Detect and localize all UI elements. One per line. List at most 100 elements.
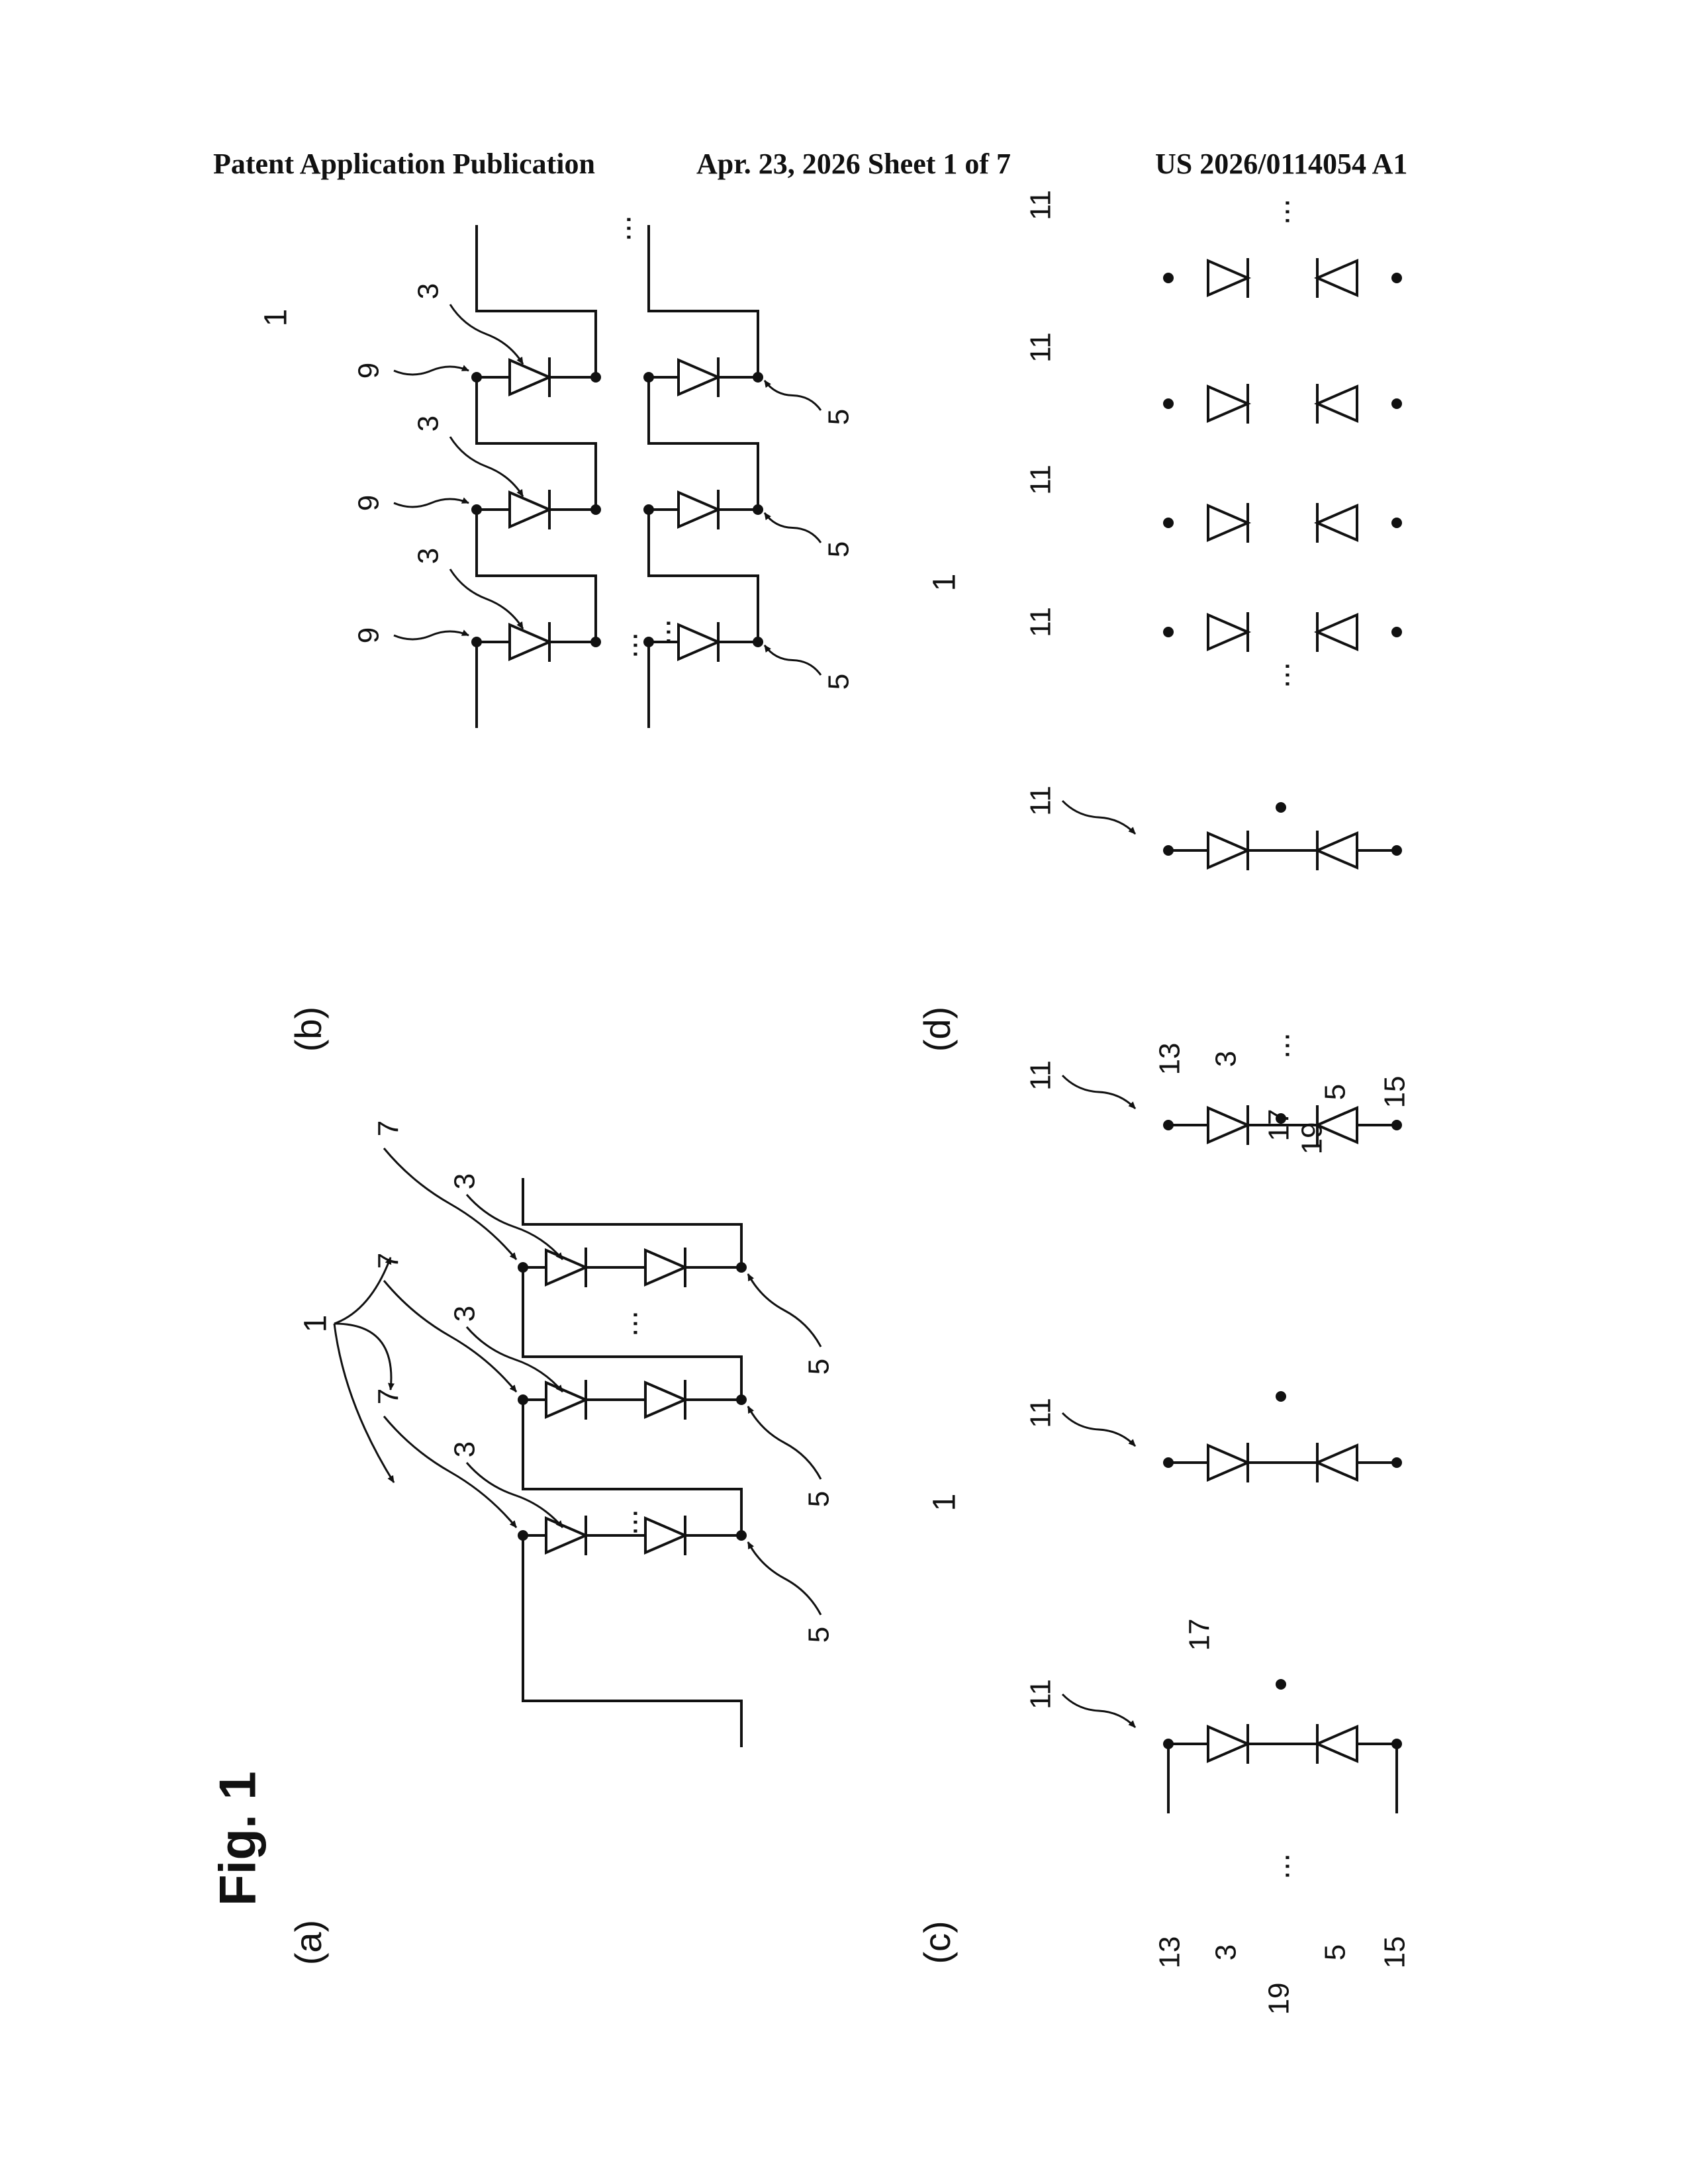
ref-label-1: 1 — [927, 1494, 962, 1512]
leader-line — [1062, 1075, 1135, 1109]
ref-label-3: 3 — [1210, 1051, 1243, 1067]
ellipsis: ... — [1262, 199, 1297, 225]
leader-line — [748, 1406, 821, 1479]
ref-label-5: 5 — [803, 1359, 835, 1375]
leader-line — [394, 499, 469, 507]
ref-label-11: 11 — [1025, 465, 1057, 495]
junction-dot — [1163, 627, 1174, 637]
junction-dot — [1391, 627, 1402, 637]
ref-label-3: 3 — [412, 416, 445, 432]
ellipsis: ... — [610, 1310, 645, 1337]
leader-line — [384, 1416, 516, 1527]
diode-symbol — [546, 1250, 586, 1285]
ref-label-1: 1 — [259, 309, 294, 327]
ellipsis: ... — [643, 619, 678, 645]
ref-label-9: 9 — [353, 627, 385, 643]
junction-dot — [1276, 802, 1286, 813]
ref-label-7: 7 — [373, 1120, 405, 1136]
diode-symbol — [1208, 261, 1248, 295]
junction-dot — [1276, 1391, 1286, 1402]
diode-symbol — [1317, 1727, 1357, 1761]
ref-label-3: 3 — [449, 1173, 481, 1189]
leader-line — [450, 304, 523, 364]
leader-line — [765, 513, 821, 543]
diode-symbol — [1317, 261, 1357, 295]
ref-label-3: 3 — [412, 283, 445, 299]
diode-symbol — [1208, 1108, 1248, 1142]
wire — [649, 377, 758, 510]
wire — [649, 225, 758, 377]
diode-symbol — [1208, 387, 1248, 421]
junction-dot — [1391, 1457, 1402, 1468]
leader-line — [748, 1274, 821, 1347]
junction-dot — [1276, 1679, 1286, 1690]
diode-symbol — [1317, 1445, 1357, 1480]
diode-symbol — [1208, 615, 1248, 649]
ref-label-19: 19 — [1296, 1122, 1329, 1155]
ref-label-5: 5 — [1319, 1944, 1352, 1960]
diode-symbol — [679, 492, 718, 527]
leader-line — [1062, 1413, 1135, 1446]
junction-dot — [1391, 518, 1402, 528]
junction-dot — [1391, 1120, 1402, 1130]
ref-label-15: 15 — [1379, 1076, 1411, 1109]
diode-symbol — [1208, 1727, 1248, 1761]
diode-symbol — [1317, 387, 1357, 421]
ref-label-5: 5 — [823, 674, 855, 690]
ellipsis: ... — [1262, 1032, 1297, 1059]
wire — [477, 510, 596, 642]
diode-symbol — [679, 360, 718, 394]
ellipsis: ... — [610, 1509, 645, 1535]
diode-symbol — [645, 1383, 685, 1417]
wire — [477, 225, 596, 377]
ref-label-11: 11 — [1025, 332, 1057, 363]
ref-label-5: 5 — [1319, 1084, 1352, 1100]
ref-label-17: 17 — [1263, 1109, 1295, 1142]
ref-label-11: 11 — [1025, 1060, 1057, 1091]
ref-label-11: 11 — [1025, 786, 1057, 816]
ref-label-7: 7 — [373, 1388, 405, 1404]
junction-dot — [1163, 398, 1174, 409]
ref-label-3: 3 — [449, 1306, 481, 1322]
ellipsis: ... — [1262, 662, 1297, 688]
ref-label-13: 13 — [1154, 1043, 1186, 1075]
diode-symbol — [1317, 615, 1357, 649]
leader-line — [765, 381, 821, 410]
ref-label-1: 1 — [299, 1315, 334, 1333]
junction-dot — [1163, 273, 1174, 283]
ref-label-5: 5 — [803, 1627, 835, 1643]
diode-symbol — [510, 625, 549, 659]
ref-label-15: 15 — [1379, 1936, 1411, 1969]
diode-symbol — [679, 625, 718, 659]
diode-symbol — [1208, 1445, 1248, 1480]
diode-symbol — [1317, 833, 1357, 868]
leader-line — [334, 1324, 391, 1390]
diode-symbol — [645, 1250, 685, 1285]
junction-dot — [1163, 1120, 1174, 1130]
ellipsis: ... — [603, 215, 638, 242]
ref-label-9: 9 — [353, 363, 385, 379]
junction-dot — [1163, 1457, 1174, 1468]
diode-symbol — [1208, 833, 1248, 868]
leader-line — [748, 1542, 821, 1615]
leader-line — [450, 437, 523, 496]
ref-label-11: 11 — [1025, 1679, 1057, 1709]
wire — [477, 377, 596, 510]
diode-symbol — [546, 1518, 586, 1553]
ellipsis: ... — [1262, 1853, 1297, 1880]
panel-label-c: (c) — [916, 1921, 958, 1964]
junction-dot — [1391, 845, 1402, 856]
panel-label-b: (b) — [287, 1007, 329, 1052]
ref-label-19: 19 — [1263, 1983, 1295, 2015]
diode-symbol — [1208, 506, 1248, 540]
ref-label-5: 5 — [803, 1491, 835, 1507]
diode-symbol — [645, 1518, 685, 1553]
diode-symbol — [510, 360, 549, 394]
junction-dot — [1163, 845, 1174, 856]
leader-line — [384, 1148, 516, 1259]
panel-label-d: (d) — [916, 1007, 958, 1052]
ref-label-11: 11 — [1025, 1398, 1057, 1428]
ref-label-17: 17 — [1184, 1619, 1216, 1651]
diode-symbol — [546, 1383, 586, 1417]
figure-title: Fig. 1 — [209, 1771, 267, 1906]
